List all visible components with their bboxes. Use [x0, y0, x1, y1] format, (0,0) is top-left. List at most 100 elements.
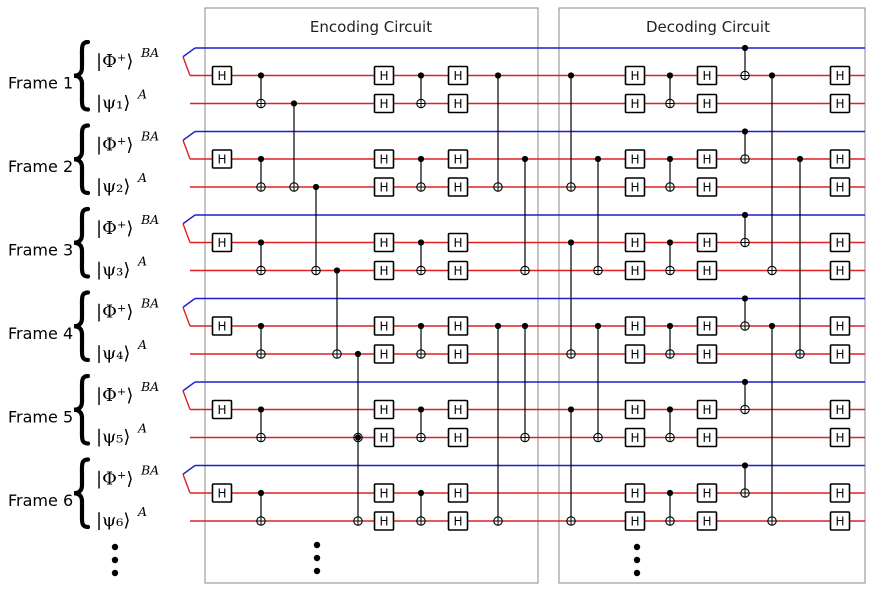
h-gate-box: [624, 65, 646, 86]
psi-ket-sup: A: [137, 421, 147, 436]
control-dot: [666, 72, 674, 79]
bell-fork-red: [182, 390, 191, 410]
h-gate-box: [373, 483, 395, 503]
h-gate: H: [696, 93, 718, 114]
h-gate-box: [829, 316, 851, 336]
h-gate: H: [373, 177, 395, 197]
h-gate-box: [696, 149, 718, 169]
target-xor: [665, 98, 675, 109]
h-gate-box: [696, 483, 718, 503]
h-gate: H: [447, 260, 469, 281]
target-xor: [256, 182, 266, 192]
continuation-dots-encoding: [313, 541, 321, 575]
bell-fork-red: [182, 56, 191, 76]
frame-brace: [73, 373, 91, 446]
target-xor: [256, 349, 266, 359]
control-dot: [417, 239, 425, 246]
bell-fork-blue: [182, 214, 196, 225]
control-dot: [257, 489, 265, 497]
target-xor: [416, 516, 426, 526]
h-gate: H: [373, 511, 395, 531]
frame-label: Frame 5: [8, 408, 73, 427]
target-xor: [332, 349, 342, 359]
h-gate-label: H: [702, 515, 711, 529]
bell-fork-red: [182, 474, 191, 494]
control-dot: [417, 406, 425, 413]
h-gate-box: [829, 511, 851, 531]
frame-brace: [73, 457, 91, 530]
h-gate: H: [696, 177, 718, 197]
h-gate-label: H: [835, 320, 844, 334]
target-xor: [311, 265, 321, 276]
h-gate-label: H: [702, 403, 711, 417]
control-dot: [567, 406, 575, 413]
h-gate: H: [696, 232, 718, 253]
control-dot: [333, 267, 341, 274]
psi-ket: |ψ₅⟩: [96, 427, 130, 448]
target-xor: [665, 432, 675, 443]
h-gate-box: [696, 344, 718, 364]
h-gate: H: [829, 65, 851, 86]
h-gate-label: H: [630, 181, 639, 195]
bell-ket-sup: BA: [140, 45, 159, 60]
h-gate: H: [447, 344, 469, 364]
h-gate-label: H: [835, 431, 844, 445]
control-dot: [567, 72, 575, 79]
h-gate-box: [373, 65, 395, 86]
control-dot: [741, 128, 749, 135]
h-gate-label: H: [835, 487, 844, 501]
psi-ket-sup: A: [137, 170, 147, 185]
h-gate-label: H: [630, 69, 639, 83]
control-dot: [666, 239, 674, 246]
h-gate-label: H: [379, 515, 388, 529]
control-dot: [666, 155, 674, 163]
control-dot: [768, 72, 776, 79]
h-gate-label: H: [630, 264, 639, 278]
h-gate-box: [829, 399, 851, 420]
h-gate-box: [624, 427, 646, 448]
h-gate: H: [624, 65, 646, 86]
h-gate-box: [373, 149, 395, 169]
h-gate: H: [696, 483, 718, 503]
h-gate-box: [696, 427, 718, 448]
h-gate-label: H: [702, 431, 711, 445]
h-gate-label: H: [835, 181, 844, 195]
h-gate: H: [829, 177, 851, 197]
h-gate: H: [624, 177, 646, 197]
h-gate: H: [624, 399, 646, 420]
h-gate-box: [624, 177, 646, 197]
h-gate-box: [624, 149, 646, 169]
h-gate-label: H: [453, 487, 462, 501]
h-gate-box: [211, 316, 233, 336]
h-gate-label: H: [379, 487, 388, 501]
wires: [182, 47, 865, 522]
h-gate-label: H: [379, 403, 388, 417]
h-gate: H: [829, 427, 851, 448]
control-dot: [417, 489, 425, 497]
h-gate-box: [373, 260, 395, 281]
h-gate-label: H: [453, 236, 462, 250]
psi-ket-sup: A: [137, 254, 147, 269]
h-gate: H: [696, 344, 718, 364]
h-gate-box: [373, 316, 395, 336]
h-gate-label: H: [702, 320, 711, 334]
psi-ket-sup: A: [137, 87, 147, 102]
target-xor: [256, 98, 266, 109]
bell-fork-red: [182, 223, 191, 243]
target-xor: [353, 516, 363, 526]
h-gate-label: H: [379, 181, 388, 195]
h-gate: H: [624, 149, 646, 169]
control-dot: [257, 155, 265, 163]
h-gate-box: [447, 483, 469, 503]
target-xor: [767, 265, 777, 276]
frame-brace: [73, 290, 91, 363]
psi-ket: |ψ₆⟩: [96, 510, 130, 531]
control-dot: [768, 322, 776, 330]
h-gate: H: [624, 232, 646, 253]
h-gate-label: H: [379, 97, 388, 111]
psi-ket: |ψ₄⟩: [96, 343, 130, 364]
control-dot: [567, 239, 575, 246]
